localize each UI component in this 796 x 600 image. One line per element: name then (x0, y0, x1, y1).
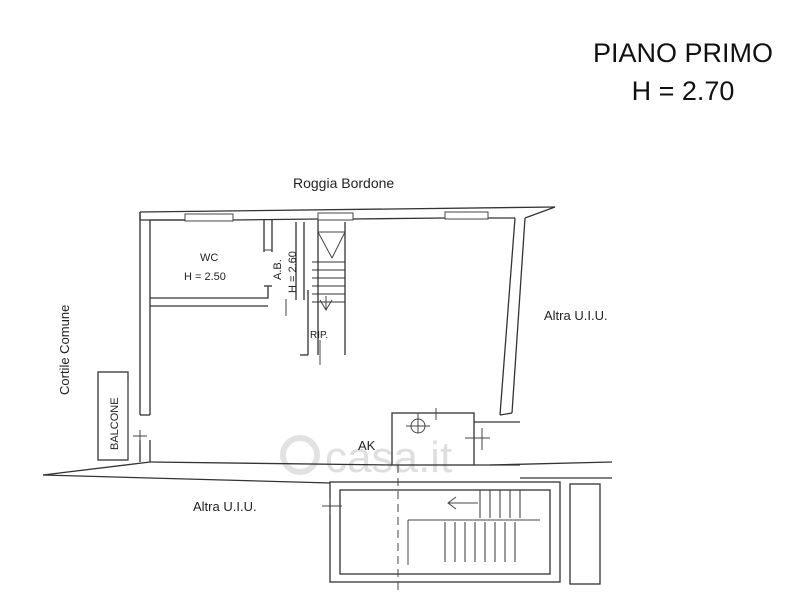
ceiling-height: H = 2.70 (631, 76, 735, 106)
wc-label: WC (200, 252, 218, 264)
closet-height-label: H = 2.60 (287, 251, 299, 293)
staircase (300, 220, 346, 365)
kitchen-block (391, 408, 520, 466)
kitchen-label: AK (358, 438, 376, 453)
wc-height-label: H = 2.50 (184, 271, 226, 283)
exterior-walls (42, 206, 613, 484)
common-stairwell (322, 465, 601, 590)
closet-label: A.B. (272, 259, 284, 280)
bottom-neighbor-label: Altra U.I.U. (193, 499, 257, 514)
watermark-text: casa.it (325, 433, 452, 482)
floor-title: PIANO PRIMO (592, 38, 774, 68)
watermark: casa.it (280, 433, 452, 482)
watermark-logo (280, 435, 320, 475)
balcony-label: BALCONE (109, 397, 121, 450)
right-neighbor-label: Altra U.I.U. (544, 308, 608, 323)
top-boundary-label: Roggia Bordone (293, 175, 394, 191)
wc-room (150, 220, 273, 307)
storage-label: RIP. (310, 330, 328, 341)
left-boundary-label: Cortile Comune (57, 305, 72, 395)
balcony (97, 371, 147, 461)
closet (285, 222, 305, 316)
